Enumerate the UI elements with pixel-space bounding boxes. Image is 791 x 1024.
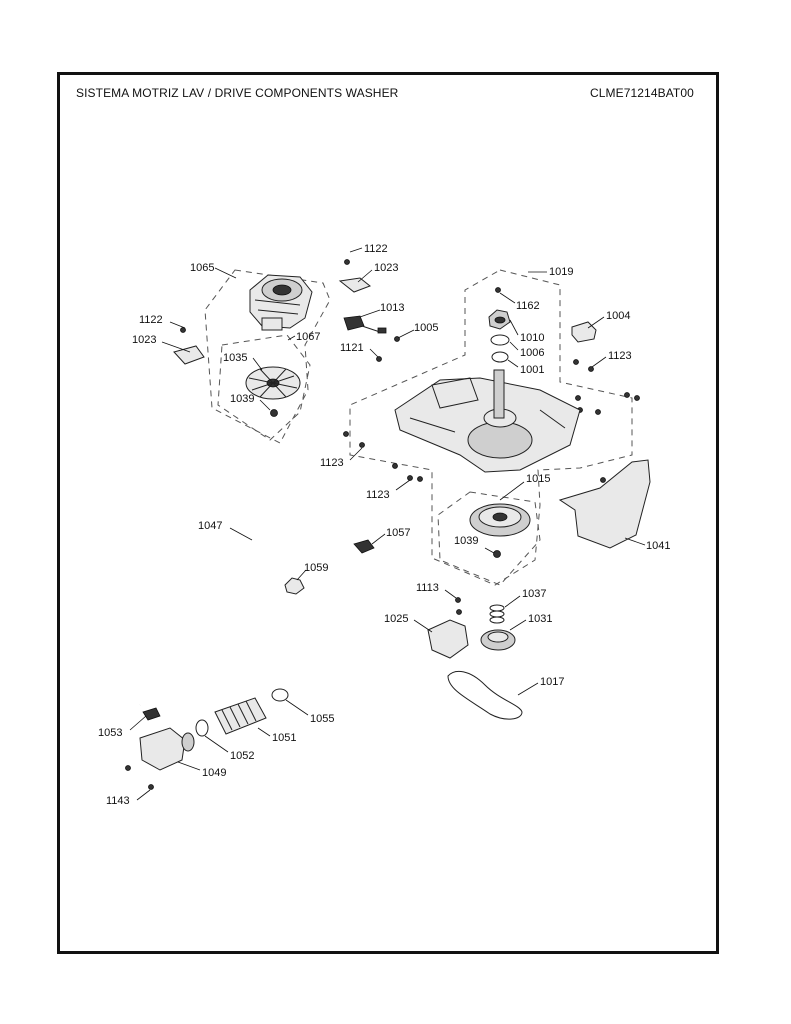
label-1143: 1143 (106, 795, 130, 807)
page-title: SISTEMA MOTRIZ LAV / DRIVE COMPONENTS WA… (76, 86, 399, 100)
label-1037: 1037 (522, 588, 546, 600)
label-1123-right: 1123 (608, 350, 632, 362)
gear-part-1031 (480, 629, 516, 651)
label-1052: 1052 (230, 750, 254, 762)
label-1057: 1057 (386, 527, 410, 539)
pump-part-1049 (139, 727, 195, 771)
label-1053: 1053 (98, 727, 122, 739)
label-1123-mid: 1123 (320, 457, 344, 469)
label-1067: 1067 (296, 331, 320, 343)
clamp-part-1052 (195, 719, 209, 737)
base-group-outline (349, 269, 633, 586)
clamp-part-1053 (142, 707, 161, 721)
label-1162: 1162 (516, 300, 540, 312)
switch-part-1013 (343, 315, 365, 331)
fan-group-outline (217, 334, 311, 441)
pulley-part-1015 (469, 503, 531, 537)
hose-part-1047 (135, 482, 345, 707)
label-1055: 1055 (310, 713, 334, 725)
bellows-part-1051 (214, 697, 267, 735)
shaft-stack (488, 309, 511, 363)
motor-part-1065 (249, 274, 313, 331)
screws (125, 259, 640, 790)
spring-part-1037 (489, 604, 505, 624)
label-1047: 1047 (198, 520, 222, 532)
label-1059: 1059 (304, 562, 328, 574)
part-1059 (284, 577, 305, 595)
label-1035: 1035 (223, 352, 247, 364)
label-1031: 1031 (528, 613, 552, 625)
belt-part-1017 (447, 670, 523, 720)
label-1025: 1025 (384, 613, 408, 625)
bracket-part-1023-left (173, 345, 205, 365)
label-1041: 1041 (646, 540, 670, 552)
label-1004: 1004 (606, 310, 630, 322)
label-1039-bottom: 1039 (454, 535, 478, 547)
bracket-part-1041 (558, 459, 651, 549)
label-1015: 1015 (526, 473, 550, 485)
label-1113: 1113 (416, 582, 439, 594)
label-1017: 1017 (540, 676, 564, 688)
label-1005: 1005 (414, 322, 438, 334)
fan-part-1035 (245, 366, 301, 400)
label-1122-top: 1122 (364, 243, 388, 255)
label-1121: 1121 (340, 342, 364, 354)
label-1039-top: 1039 (230, 393, 254, 405)
bracket-part-1023-top (338, 277, 371, 293)
leader-lines (129, 247, 646, 801)
actuator-part-1025 (427, 619, 469, 659)
clamp-part-1057 (353, 539, 375, 554)
base-plate-assembly (394, 369, 581, 473)
label-1122-left: 1122 (139, 314, 163, 326)
label-1006: 1006 (520, 347, 544, 359)
label-1019: 1019 (549, 266, 573, 278)
clamp-part-1055 (271, 688, 289, 702)
model-number: CLME71214BAT00 (590, 86, 694, 100)
motor-group-outline (204, 269, 331, 444)
label-1023-top: 1023 (374, 262, 398, 274)
label-1123-lower: 1123 (366, 489, 390, 501)
label-1013: 1013 (380, 302, 404, 314)
nut-part-1039b (493, 550, 501, 558)
label-1065: 1065 (190, 262, 214, 274)
part-labels: 1122 1023 1065 1013 1122 1023 1067 1005 … (98, 243, 670, 807)
label-1010: 1010 (520, 332, 544, 344)
label-1049: 1049 (202, 767, 226, 779)
label-1051: 1051 (272, 732, 296, 744)
label-1023-left: 1023 (132, 334, 156, 346)
label-1001: 1001 (520, 364, 544, 376)
nut-part-1039 (270, 409, 278, 417)
